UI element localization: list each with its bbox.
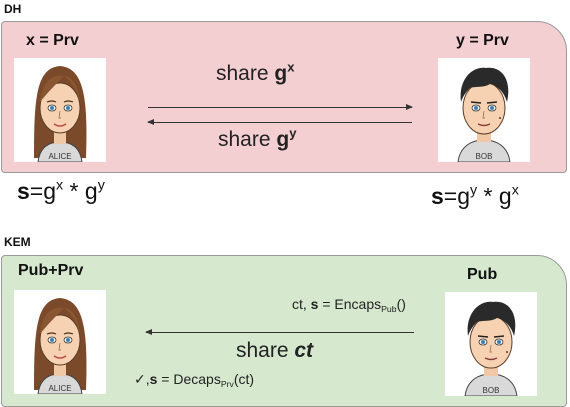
dh-section-label: DH bbox=[4, 2, 22, 16]
kem-bob-badge: BOB bbox=[483, 386, 500, 395]
dh-arrow-right bbox=[148, 104, 413, 110]
kem-alice-role: Pub+Prv bbox=[18, 262, 84, 279]
dh-bob-avatar: BOB bbox=[438, 58, 530, 162]
dh-alice-secret-formula: s=gx * gy bbox=[17, 177, 105, 204]
dh-alice-avatar: ALICE bbox=[14, 58, 106, 162]
kem-decaps-label: ✓,s = DecapsPrv(ct) bbox=[134, 371, 255, 390]
dh-alice-badge: ALICE bbox=[48, 152, 71, 161]
kem-share-label: share ct bbox=[236, 339, 314, 362]
dh-bob-secret-formula: s=gy * gx bbox=[431, 182, 519, 209]
dh-share-bottom-label: share gy bbox=[218, 125, 297, 151]
kem-bob-role: Pub bbox=[467, 266, 498, 283]
kem-alice-avatar: ALICE bbox=[14, 290, 106, 394]
kem-alice-badge: ALICE bbox=[48, 384, 71, 393]
dh-bob-badge: BOB bbox=[476, 152, 493, 161]
kem-bob-avatar: BOB bbox=[445, 292, 537, 396]
dh-alice-role: x = Prv bbox=[26, 32, 79, 49]
kem-encaps-label: ct, s = EncapsPub() bbox=[292, 296, 406, 315]
kem-arrow-left bbox=[145, 329, 414, 335]
dh-bob-role: y = Prv bbox=[456, 32, 509, 49]
check-icon: ✓ bbox=[134, 371, 146, 387]
kem-section-label: KEM bbox=[4, 235, 31, 249]
dh-share-top-label: share gx bbox=[216, 59, 295, 85]
dh-arrow-left bbox=[147, 119, 412, 125]
